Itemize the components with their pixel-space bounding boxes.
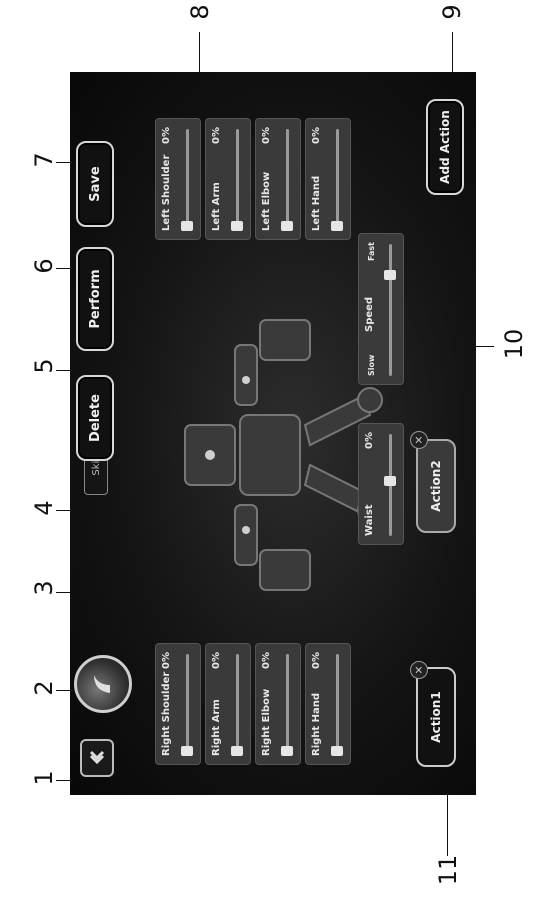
joint-knob[interactable]: [231, 746, 243, 756]
joint-slider-left-elbow[interactable]: Left Elbow 0%: [255, 118, 301, 240]
chevron-left-icon: [89, 750, 105, 765]
joint-slider-left-arm[interactable]: Left Arm 0%: [205, 118, 251, 240]
joint-knob[interactable]: [331, 221, 343, 231]
joint-label: Right Arm: [211, 699, 222, 756]
joint-track: [236, 654, 239, 756]
delete-button[interactable]: Delete: [76, 375, 114, 461]
callout-4: 4: [30, 500, 58, 516]
joint-value: 0%: [311, 652, 322, 669]
perform-button[interactable]: Perform: [76, 247, 114, 351]
callout-7: 7: [30, 152, 58, 168]
joint-slider-right-arm[interactable]: Right Arm 0%: [205, 643, 251, 765]
callout-3: 3: [30, 580, 58, 596]
speed-fast-label: Fast: [367, 242, 376, 261]
waist-value: 0%: [364, 432, 375, 449]
joint-label: Right Elbow: [261, 688, 272, 756]
leader-11: [447, 776, 448, 856]
callout-2: 2: [30, 680, 58, 696]
joint-track: [186, 654, 189, 756]
action-item-2[interactable]: Action2: [416, 439, 456, 533]
speed-track: [389, 244, 392, 376]
leader-1: [56, 780, 80, 781]
action-item-label: Action1: [429, 691, 443, 743]
joint-value: 0%: [161, 127, 172, 144]
app-screen: Skill28 Delete Perform Save Right Should…: [70, 72, 476, 795]
action-item-label: Action2: [429, 460, 443, 512]
robot-skill-editor: Skill28 Delete Perform Save Right Should…: [70, 72, 476, 795]
callout-11: 11: [434, 854, 462, 886]
waist-slider[interactable]: Waist 0%: [358, 423, 404, 545]
speed-knob[interactable]: [384, 270, 396, 280]
joint-slider-right-hand[interactable]: Right Hand 0%: [305, 643, 351, 765]
joint-slider-left-shoulder[interactable]: Left Shoulder 0%: [155, 118, 201, 240]
joint-track: [186, 129, 189, 231]
leader-5: [56, 370, 80, 371]
speed-label: Speed: [364, 296, 375, 332]
joint-label: Right Hand: [311, 692, 322, 756]
robot-avatar[interactable]: [74, 655, 132, 713]
joint-slider-right-elbow[interactable]: Right Elbow 0%: [255, 643, 301, 765]
joint-track: [236, 129, 239, 231]
close-icon[interactable]: ×: [410, 661, 428, 679]
callout-10: 10: [500, 328, 528, 360]
leader-7: [56, 162, 80, 163]
joint-knob[interactable]: [281, 746, 293, 756]
waist-knob[interactable]: [384, 476, 396, 486]
speed-slider[interactable]: Slow Speed Fast: [358, 233, 404, 385]
robot-avatar-icon: [94, 675, 110, 693]
save-button[interactable]: Save: [76, 141, 114, 227]
robot-diagram: [184, 319, 383, 591]
joint-value: 0%: [261, 652, 272, 669]
joint-label: Left Hand: [311, 175, 322, 231]
joint-track: [286, 129, 289, 231]
joint-label: Left Arm: [211, 182, 222, 231]
callout-5: 5: [30, 358, 58, 374]
speed-slow-label: Slow: [367, 354, 376, 376]
callout-8: 8: [186, 4, 214, 20]
close-icon[interactable]: ×: [410, 431, 428, 449]
callout-6: 6: [30, 258, 58, 274]
joint-knob[interactable]: [231, 221, 243, 231]
joint-track: [336, 129, 339, 231]
leader-6: [56, 268, 80, 269]
callout-1: 1: [30, 770, 58, 786]
joint-label: Right Shoulder: [161, 671, 172, 756]
waist-label: Waist: [364, 504, 375, 536]
joint-track: [336, 654, 339, 756]
joint-value: 0%: [311, 127, 322, 144]
joint-value: 0%: [211, 127, 222, 144]
joint-value: 0%: [261, 127, 272, 144]
joint-slider-left-hand[interactable]: Left Hand 0%: [305, 118, 351, 240]
callout-9: 9: [438, 4, 466, 20]
joint-knob[interactable]: [181, 746, 193, 756]
joint-knob[interactable]: [281, 221, 293, 231]
joint-label: Left Shoulder: [161, 154, 172, 231]
joint-label: Left Elbow: [261, 171, 272, 231]
leader-2: [56, 690, 80, 691]
joint-knob[interactable]: [331, 746, 343, 756]
joint-value: 0%: [211, 652, 222, 669]
joint-knob[interactable]: [181, 221, 193, 231]
joint-track: [286, 654, 289, 756]
joint-slider-right-shoulder[interactable]: Right Shoulder 0%: [155, 643, 201, 765]
leader-3: [56, 592, 80, 593]
joint-value: 0%: [161, 652, 172, 669]
action-item-1[interactable]: Action1: [416, 667, 456, 767]
add-action-button[interactable]: Add Action: [426, 99, 464, 195]
back-button[interactable]: [80, 739, 114, 777]
